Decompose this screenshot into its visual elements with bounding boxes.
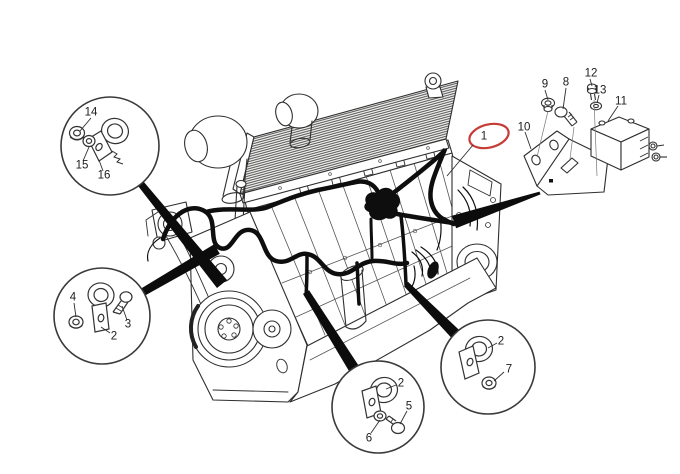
callout-3: 3 bbox=[124, 318, 132, 331]
callout-9: 9 bbox=[541, 78, 549, 91]
bolt-12 bbox=[586, 83, 598, 101]
detail-circle-bottom-right bbox=[440, 319, 536, 415]
mounting-bracket bbox=[523, 130, 609, 196]
leader-wedges bbox=[138, 181, 541, 371]
callout-13: 13 bbox=[593, 84, 607, 97]
callout-11: 11 bbox=[615, 95, 627, 108]
highlight-ellipse bbox=[468, 122, 510, 150]
intake-elbow-right bbox=[275, 93, 319, 149]
p-clamp-hole bbox=[97, 313, 105, 323]
detail-circle-bottom-left bbox=[53, 267, 151, 365]
callout-6: 6 bbox=[365, 432, 373, 445]
p-clamp-loop bbox=[100, 117, 130, 145]
leader-wedge-bottom-left-circle bbox=[141, 244, 220, 296]
assembly-alignment-lines bbox=[536, 99, 598, 177]
p-clamp-tab bbox=[458, 345, 480, 380]
harness-upper-run bbox=[203, 179, 381, 215]
washer-6 bbox=[373, 410, 387, 422]
p-clamp-tab bbox=[91, 302, 110, 333]
harness-connector-blob bbox=[364, 187, 401, 221]
detail-circle-top-left bbox=[60, 96, 160, 196]
nut-13 bbox=[589, 101, 603, 111]
p-clamp-hole bbox=[95, 142, 103, 152]
bracket-solenoid-assembly bbox=[523, 83, 667, 196]
leader-wedge-bracket bbox=[451, 191, 541, 229]
harness-drop-4 bbox=[369, 217, 374, 260]
harness-lower-run bbox=[160, 206, 410, 277]
harness-pigtail-wires bbox=[146, 186, 479, 289]
highlight-leader-line bbox=[446, 144, 474, 177]
bracket-hardware bbox=[536, 83, 603, 177]
harness-drop-1 bbox=[304, 254, 309, 297]
washer-15 bbox=[82, 134, 96, 148]
idler-pulley bbox=[252, 309, 292, 349]
callout-4: 4 bbox=[69, 291, 77, 304]
clamp-screw bbox=[111, 150, 124, 165]
nut-4 bbox=[68, 315, 84, 329]
callout-2c: 2 bbox=[497, 335, 505, 348]
callout-1: 1 bbox=[480, 130, 488, 143]
callout-2a: 2 bbox=[110, 330, 118, 343]
callout-5: 5 bbox=[405, 400, 413, 413]
harness-drop-3 bbox=[399, 214, 408, 286]
callout-8: 8 bbox=[562, 76, 570, 89]
callout-15: 15 bbox=[75, 159, 89, 172]
harness-loop bbox=[381, 148, 457, 227]
detail-circles bbox=[53, 96, 536, 454]
washer-9 bbox=[540, 97, 556, 113]
callout-2b: 2 bbox=[397, 377, 405, 390]
p-clamp-hole bbox=[466, 357, 474, 367]
harness-connector-blob-2 bbox=[427, 261, 439, 279]
label-leader-lines bbox=[73, 78, 619, 434]
callout-12: 12 bbox=[584, 67, 598, 80]
p-clamp-hole bbox=[368, 397, 376, 407]
bolt-3 bbox=[112, 291, 133, 315]
intake-elbow-left bbox=[184, 115, 248, 204]
bracket-tab bbox=[560, 157, 579, 174]
solenoid-terminals bbox=[648, 141, 667, 162]
callout-10: 10 bbox=[517, 121, 531, 134]
lifting-eye-rear bbox=[424, 72, 444, 99]
callout-7: 7 bbox=[505, 363, 513, 376]
bracket-hole-dot bbox=[549, 179, 553, 183]
leader-wedge-bottom-right-circle bbox=[403, 281, 459, 338]
nut-7 bbox=[481, 376, 497, 390]
leader-wedge-bottom-middle-circle bbox=[303, 290, 359, 371]
bolt-8 bbox=[554, 106, 578, 127]
solenoid-relay bbox=[590, 116, 667, 171]
callout-14: 14 bbox=[84, 106, 98, 119]
bolt-5 bbox=[385, 415, 406, 435]
highlight-group bbox=[446, 122, 510, 177]
callout-16: 16 bbox=[97, 169, 111, 182]
detail-circle-bottom-middle bbox=[331, 360, 425, 454]
harness-drop-2 bbox=[355, 261, 361, 306]
